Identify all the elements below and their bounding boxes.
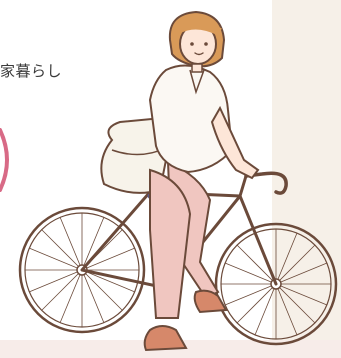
- shirt-icon: [148, 64, 234, 174]
- shoe-icon: [143, 325, 188, 352]
- legs-icon: [149, 160, 220, 319]
- head-icon: [168, 10, 226, 73]
- caption-text: 家暮らし: [0, 62, 63, 80]
- accent-arc-icon: [0, 128, 9, 192]
- arm-icon: [210, 105, 260, 180]
- shoe-icon: [193, 289, 228, 314]
